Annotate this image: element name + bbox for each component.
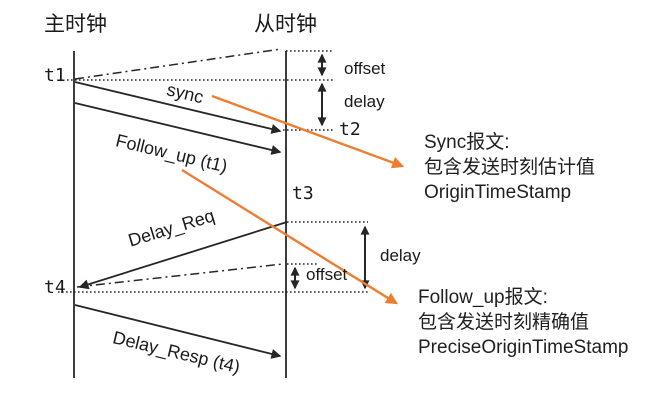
delay-bottom-label: delay	[380, 246, 421, 265]
timestamp-t1-label: t1	[44, 65, 66, 86]
timestamp-t3-label: t3	[292, 183, 314, 204]
sync-note-pointer-arrow	[211, 94, 405, 169]
offset-bottom-label: offset	[306, 265, 348, 284]
skew-dashdot-bottom	[76, 263, 284, 288]
sync-note-body: 包含发送时刻估计值	[424, 157, 596, 178]
delay-resp-arrow	[74, 304, 282, 359]
sync-note: Sync报文: 包含发送时刻估计值 OriginTimeStamp	[424, 130, 595, 205]
follow-up-note-pointer-arrow	[181, 168, 399, 305]
follow-up-note-field: PreciseOriginTimeStamp	[418, 337, 629, 358]
skew-dashdot-top	[74, 48, 282, 80]
follow-up-note: Follow_up报文: 包含发送时刻精确值 PreciseOriginTime…	[418, 285, 628, 360]
slave-clock-label: 从时钟	[254, 13, 317, 36]
offset-top-label: offset	[344, 59, 386, 78]
follow-up-note-title: Follow_up报文:	[418, 287, 548, 308]
timestamp-t2-label: t2	[339, 119, 361, 140]
follow-up-note-body: 包含发送时刻精确值	[418, 312, 590, 333]
follow-up-arrow	[74, 102, 282, 155]
sync-note-field: OriginTimeStamp	[424, 182, 572, 203]
delay-req-arrow	[78, 221, 288, 290]
sync-arrow	[74, 81, 282, 134]
sync-note-title: Sync报文:	[424, 132, 510, 153]
delay-top-label: delay	[344, 92, 385, 111]
timestamp-t4-label: t4	[44, 277, 66, 298]
master-clock-label: 主时钟	[44, 13, 107, 36]
